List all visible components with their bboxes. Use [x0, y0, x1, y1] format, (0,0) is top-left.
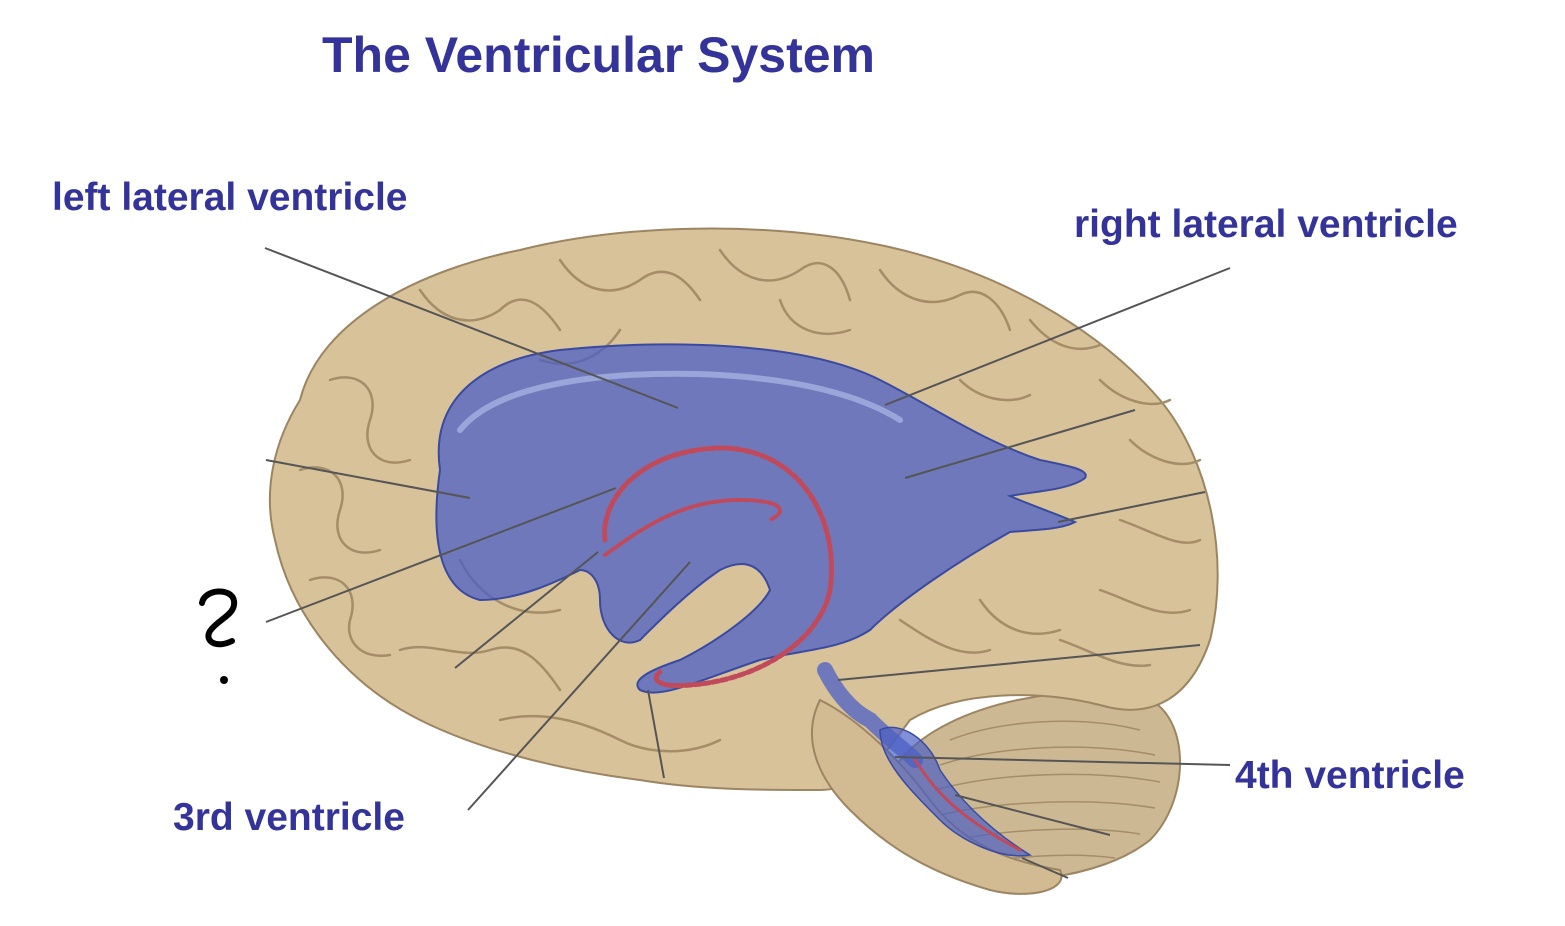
label-left-lateral-ventricle: left lateral ventricle	[52, 176, 408, 219]
choroid-plexus-inner	[603, 497, 782, 557]
leader-line-anterior-horn	[265, 459, 471, 499]
leader-line-question	[265, 487, 617, 623]
leader-line-central-canal	[1021, 857, 1069, 879]
leader-line-temporal-horn	[647, 689, 665, 779]
leader-line-left-lateral	[264, 247, 679, 409]
fourth-ventricle	[879, 726, 1033, 857]
lateral-ventricles	[435, 343, 1087, 694]
label-fourth-ventricle: 4th ventricle	[1235, 754, 1465, 797]
leader-line-fourth-lower	[954, 794, 1111, 836]
leader-lines	[264, 247, 1231, 879]
label-third-ventricle: 3rd ventricle	[173, 796, 405, 839]
question-mark-icon	[199, 588, 238, 684]
choroid-plexus-fourth	[913, 758, 1022, 852]
leader-line-fourth	[894, 756, 1231, 766]
leader-line-posterior-horn	[1057, 491, 1206, 523]
leader-line-aqueduct	[837, 644, 1201, 681]
leader-line-foramen	[454, 551, 599, 669]
diagram-title: The Ventricular System	[322, 27, 876, 83]
label-right-lateral-ventricle: right lateral ventricle	[1074, 203, 1458, 246]
ventricles	[435, 343, 1087, 857]
leader-line-right-lateral	[884, 267, 1231, 406]
leader-line-third	[467, 561, 691, 811]
leader-line-body	[904, 409, 1136, 479]
ventricle-highlight	[457, 370, 903, 433]
choroid-plexus	[602, 445, 834, 689]
